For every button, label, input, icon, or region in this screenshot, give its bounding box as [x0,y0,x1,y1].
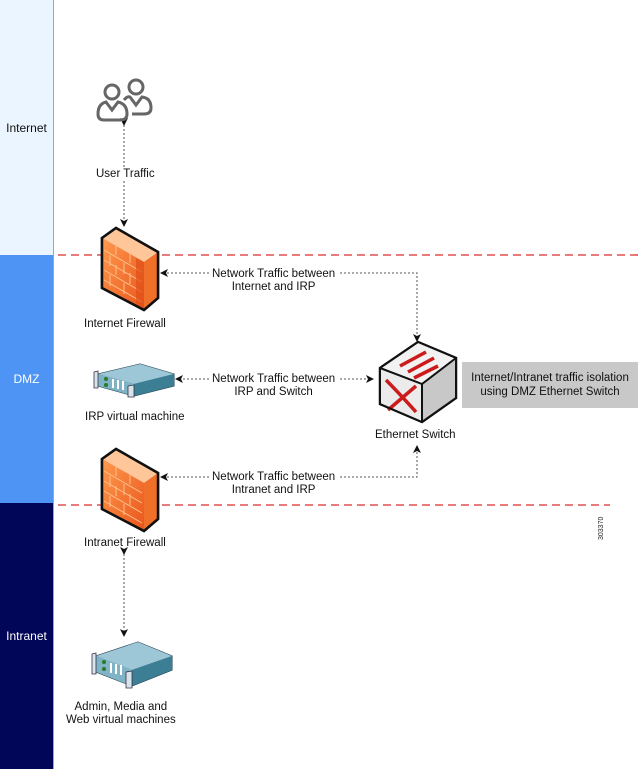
zone-dmz-label: DMZ [13,372,40,386]
internal-vms-server-icon [91,641,173,689]
ethernet-switch-icon [378,340,458,424]
zone-internet: Internet [0,0,54,255]
ethernet-switch-label: Ethernet Switch [375,429,456,441]
internet-irp-connector-right [340,272,421,342]
zone-dmz: DMZ [0,255,54,503]
intranet-irp-connector-right [340,445,421,478]
isolation-note: Internet/Intranet traffic isolation usin… [462,362,638,408]
intranet-irp-traffic-label: Network Traffic between Intranet and IRP [212,471,336,496]
internet-irp-traffic-label: Network Traffic between Internet and IRP [212,268,336,293]
zone-internet-label: Internet [6,120,47,135]
zone-intranet-label: Intranet [6,629,47,643]
internet-firewall-label: Internet Firewall [84,318,166,330]
users-icon [96,78,153,122]
irp-switch-traffic-label: Network Traffic between IRP and Switch [212,373,336,398]
internet-firewall-icon [100,226,160,312]
irp-server-icon [93,363,175,398]
user-traffic-label: User Traffic [96,168,155,181]
intranet-firewall-label: Intranet Firewall [84,537,166,549]
internal-vms-label: Admin, Media and Web virtual machines [66,701,176,726]
figure-id: 303370 [598,516,605,540]
intranet-firewall-icon [100,447,160,533]
zone-intranet: Intranet [0,503,54,769]
irp-vm-label: IRP virtual machine [85,411,185,423]
